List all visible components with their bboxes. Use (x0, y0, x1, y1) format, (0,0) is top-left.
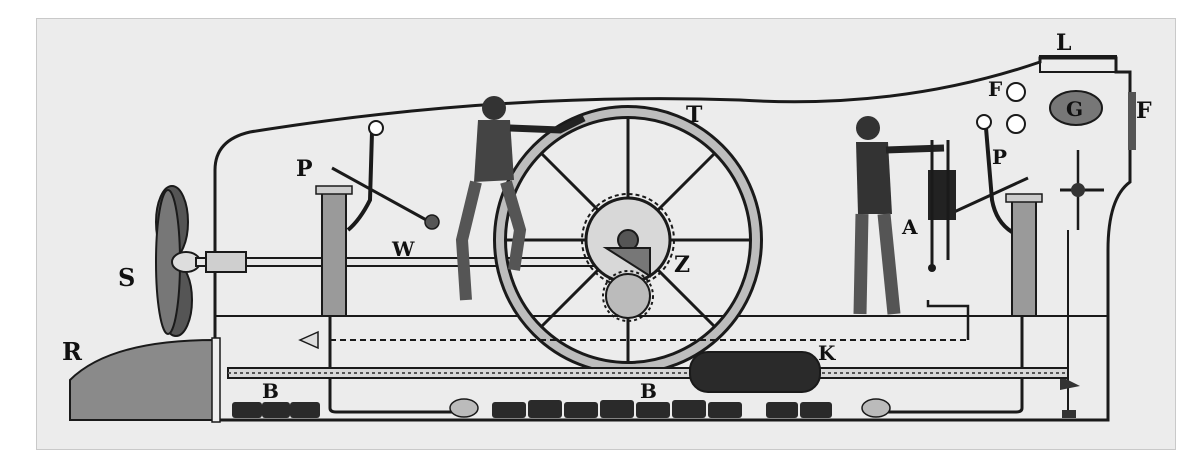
label-a: A (901, 215, 918, 239)
label-p-left: P (296, 156, 313, 182)
rudder-control-tip (298, 330, 319, 350)
left-pump (315, 120, 479, 418)
label-k: K (818, 341, 836, 365)
man-on-treadwheel (455, 96, 586, 301)
label-f-top: F (988, 77, 1002, 101)
sliding-weight-k (689, 351, 821, 393)
rudder (69, 338, 216, 421)
right-pump (861, 114, 1043, 418)
label-r: R (62, 337, 83, 366)
label-p-right: P (992, 145, 1007, 169)
shaft-gland (205, 251, 247, 273)
rudder-post (211, 337, 221, 423)
label-b-center: B (640, 379, 657, 403)
label-g: G (1066, 97, 1083, 121)
label-f-right: F (1136, 98, 1152, 124)
label-b-left: B (262, 379, 279, 403)
mechanism-a (926, 140, 970, 340)
label-t: T (686, 102, 703, 128)
man-at-controls (853, 116, 945, 315)
window-f-upper (1006, 82, 1026, 102)
steering-column (1060, 150, 1104, 418)
side-hatch (1128, 92, 1136, 150)
conning-tower (1039, 55, 1117, 73)
label-z: Z (674, 252, 690, 278)
ballast-left (232, 402, 320, 418)
treadwheel (493, 105, 763, 375)
hull-outline (213, 56, 1132, 422)
ballast-center (492, 400, 832, 418)
porthole-g (1049, 90, 1103, 126)
label-w: W (391, 237, 415, 261)
propeller (155, 185, 201, 337)
window-f-lower (1006, 114, 1026, 134)
label-s: S (118, 263, 135, 292)
label-l: L (1056, 30, 1071, 56)
